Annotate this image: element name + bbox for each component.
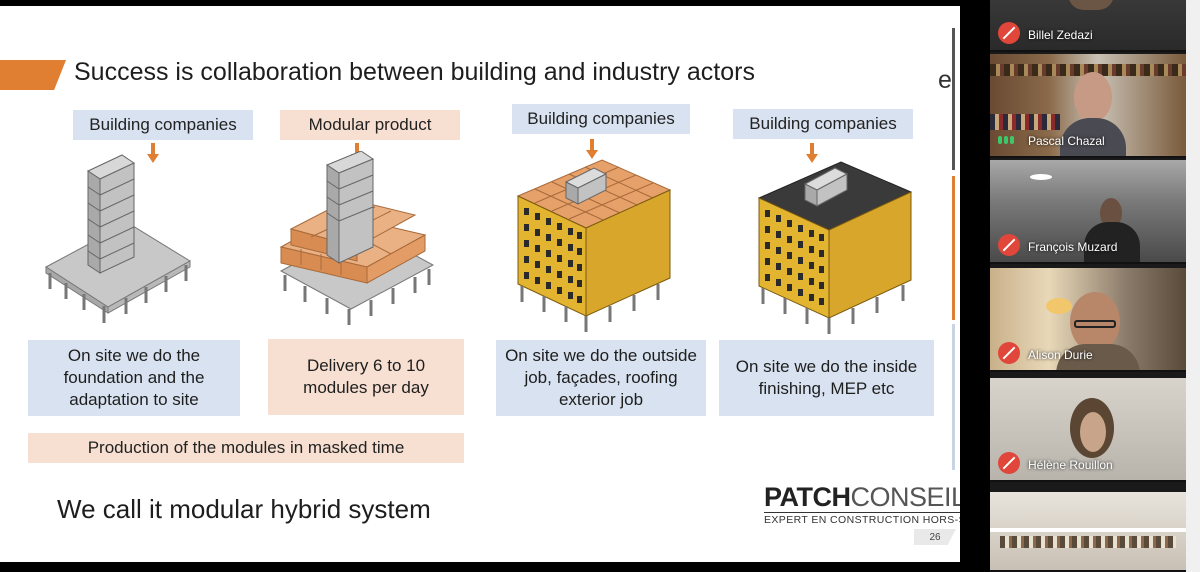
exterior-finished-building-illustration [516, 159, 672, 332]
mic-muted-icon [998, 452, 1020, 474]
slide-tagline: We call it modular hybrid system [57, 494, 431, 524]
participant-tile[interactable]: François Muzard [990, 160, 1186, 264]
column-description-exterior: On site we do the outside job, façades, … [496, 340, 706, 416]
participant-tile[interactable]: Pascal Chazal [990, 54, 1186, 158]
column-label-building-companies-2: Building companies [512, 104, 690, 134]
mic-muted-icon [998, 234, 1020, 256]
mic-muted-icon [998, 342, 1020, 364]
slide-edge-divider [952, 324, 955, 470]
modular-delivery-illustration [279, 151, 435, 325]
participant-name: Pascal Chazal [1028, 134, 1105, 148]
participant-name: François Muzard [1028, 240, 1118, 254]
participant-tile[interactable]: Hélène Rouillon [990, 378, 1186, 482]
down-arrow-icon [586, 139, 598, 159]
participant-tile[interactable]: Alison Durie [990, 268, 1186, 372]
slide-page-number: 26 [914, 529, 956, 545]
column-label-building-companies-1: Building companies [73, 110, 253, 140]
participants-panel: Billel Zedazi Pascal Chazal François Muz… [990, 0, 1186, 572]
mic-muted-icon [998, 22, 1020, 44]
title-accent-bar [0, 60, 66, 90]
foundation-module-stack-illustration [45, 154, 191, 323]
slide-title: Success is collaboration between buildin… [74, 58, 755, 86]
clipped-title-text: e [938, 66, 952, 94]
presentation-slide: Success is collaboration between buildin… [0, 6, 960, 562]
participant-name: Alison Durie [1028, 348, 1093, 362]
down-arrow-icon [147, 143, 159, 163]
speaking-indicator-icon [998, 134, 1020, 146]
slide-edge-divider [952, 176, 955, 320]
down-arrow-icon [806, 143, 818, 163]
column-description-interior: On site we do the inside finishing, MEP … [719, 340, 934, 416]
slide-edge-divider [952, 28, 955, 170]
participant-tile[interactable]: Billel Zedazi [990, 0, 1186, 52]
column-label-building-companies-3: Building companies [733, 109, 913, 139]
window-edge [1186, 0, 1200, 572]
participant-name: Hélène Rouillon [1028, 458, 1113, 472]
participant-tile[interactable] [990, 492, 1186, 572]
participant-name: Billel Zedazi [1028, 28, 1093, 42]
production-bar: Production of the modules in masked time [28, 433, 464, 463]
column-description-delivery: Delivery 6 to 10 modules per day [268, 339, 464, 415]
column-description-foundation: On site we do the foundation and the ada… [28, 340, 240, 416]
interior-finished-building-illustration [757, 161, 913, 334]
patch-conseil-logo: PATCHCONSEIL EXPERT EN CONSTRUCTION HORS… [764, 482, 960, 526]
column-label-modular-product: Modular product [280, 110, 460, 140]
